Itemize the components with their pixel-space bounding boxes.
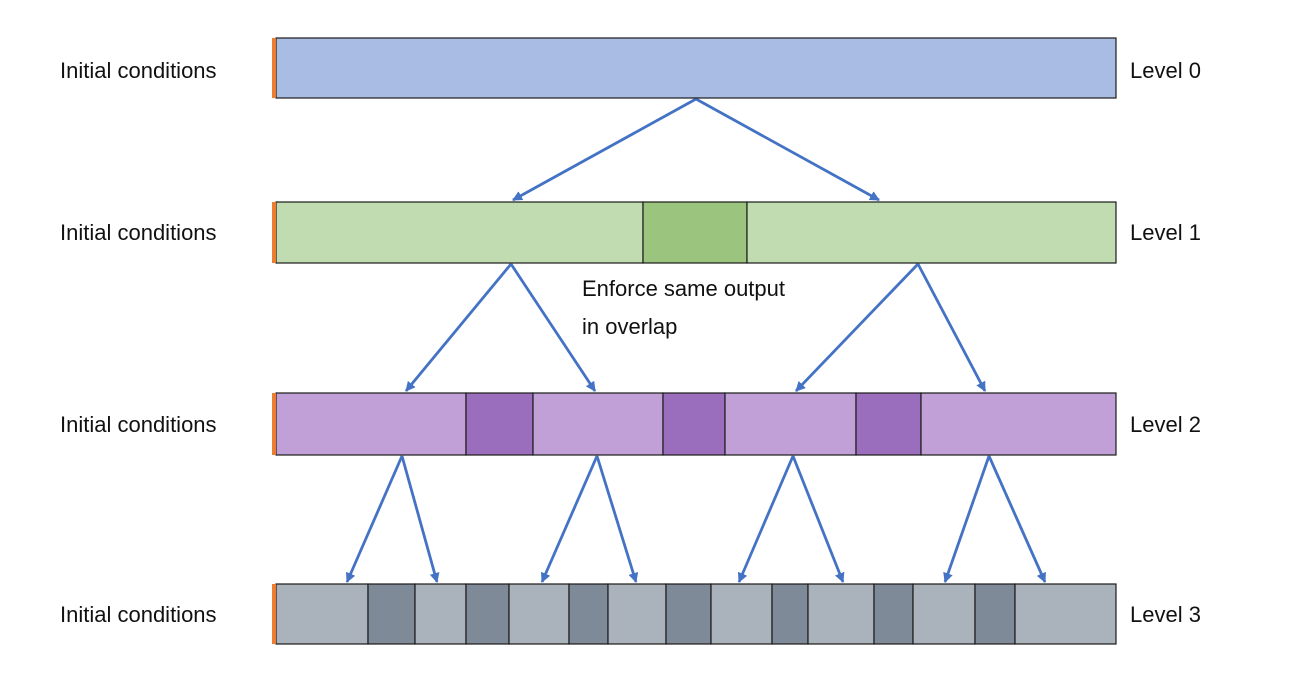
initial-markers — [272, 38, 276, 644]
level-3-overlap-segment — [974, 583, 1016, 645]
initial-condition-marker-level-2 — [272, 393, 276, 455]
arrow-l2-to-l3-1-right — [595, 455, 639, 583]
level-3-overlap-segment — [665, 583, 712, 645]
arrow-l1-to-l2-0-left — [404, 263, 513, 392]
level-3-overlap-segment — [873, 583, 914, 645]
level-2-overlap-segment — [465, 392, 534, 456]
arrows-layer — [345, 97, 1047, 583]
arrow-l2-to-l3-0-right — [400, 455, 440, 583]
initial-condition-marker-level-3 — [272, 584, 276, 644]
level-3-segment — [1014, 583, 1117, 645]
level-3-overlap-segment — [568, 583, 609, 645]
level-3-overlap-segment — [771, 583, 809, 645]
level-1-segment — [275, 201, 644, 264]
level-label-2: Level 2 — [1130, 412, 1201, 437]
arrow-l2-to-l3-1-left — [540, 455, 599, 583]
arrow-l2-to-l3-3-right — [987, 455, 1047, 583]
level-2-segment — [275, 392, 467, 456]
level-2-segment — [920, 392, 1117, 456]
arrow-l0-to-l1-left — [512, 97, 697, 202]
level-1-overlap-segment — [642, 201, 748, 264]
arrow-l2-to-l3-2-left — [737, 455, 795, 583]
level-label-0: Level 0 — [1130, 58, 1201, 83]
level-3-overlap-segment — [367, 583, 416, 645]
arrow-l1-to-l2-1-right — [916, 263, 987, 392]
level-3-segment — [414, 583, 467, 645]
arrow-l2-to-l3-2-right — [791, 455, 845, 583]
overlap-annotation-line-2: in overlap — [582, 314, 677, 339]
initial-conditions-label-level-3: Initial conditions — [60, 602, 217, 627]
level-3-segment — [912, 583, 976, 645]
level-3-segment — [807, 583, 875, 645]
level-label-1: Level 1 — [1130, 220, 1201, 245]
level-label-3: Level 3 — [1130, 602, 1201, 627]
arrow-l0-to-l1-right — [695, 97, 880, 202]
level-2-overlap-segment — [855, 392, 922, 456]
initial-conditions-label-level-2: Initial conditions — [60, 412, 217, 437]
level-3-segment — [710, 583, 773, 645]
bars-layer — [275, 37, 1117, 645]
initial-conditions-label-level-0: Initial conditions — [60, 58, 217, 83]
arrow-l2-to-l3-3-left — [943, 455, 991, 583]
level-3-overlap-segment — [465, 583, 510, 645]
level-1-segment — [746, 201, 1117, 264]
level-0-bar — [275, 37, 1117, 99]
arrow-l1-to-l2-0-right — [509, 263, 597, 392]
initial-conditions-label-level-1: Initial conditions — [60, 220, 217, 245]
initial-condition-marker-level-0 — [272, 38, 276, 98]
arrow-l1-to-l2-1-left — [794, 263, 920, 392]
level-2-segment — [724, 392, 857, 456]
level-2-segment — [532, 392, 664, 456]
level-3-segment — [275, 583, 369, 645]
arrow-l2-to-l3-0-left — [345, 455, 404, 583]
initial-condition-marker-level-1 — [272, 202, 276, 263]
level-2-overlap-segment — [662, 392, 726, 456]
level-3-segment — [607, 583, 667, 645]
overlap-annotation-line-1: Enforce same output — [582, 276, 785, 301]
level-3-segment — [508, 583, 570, 645]
